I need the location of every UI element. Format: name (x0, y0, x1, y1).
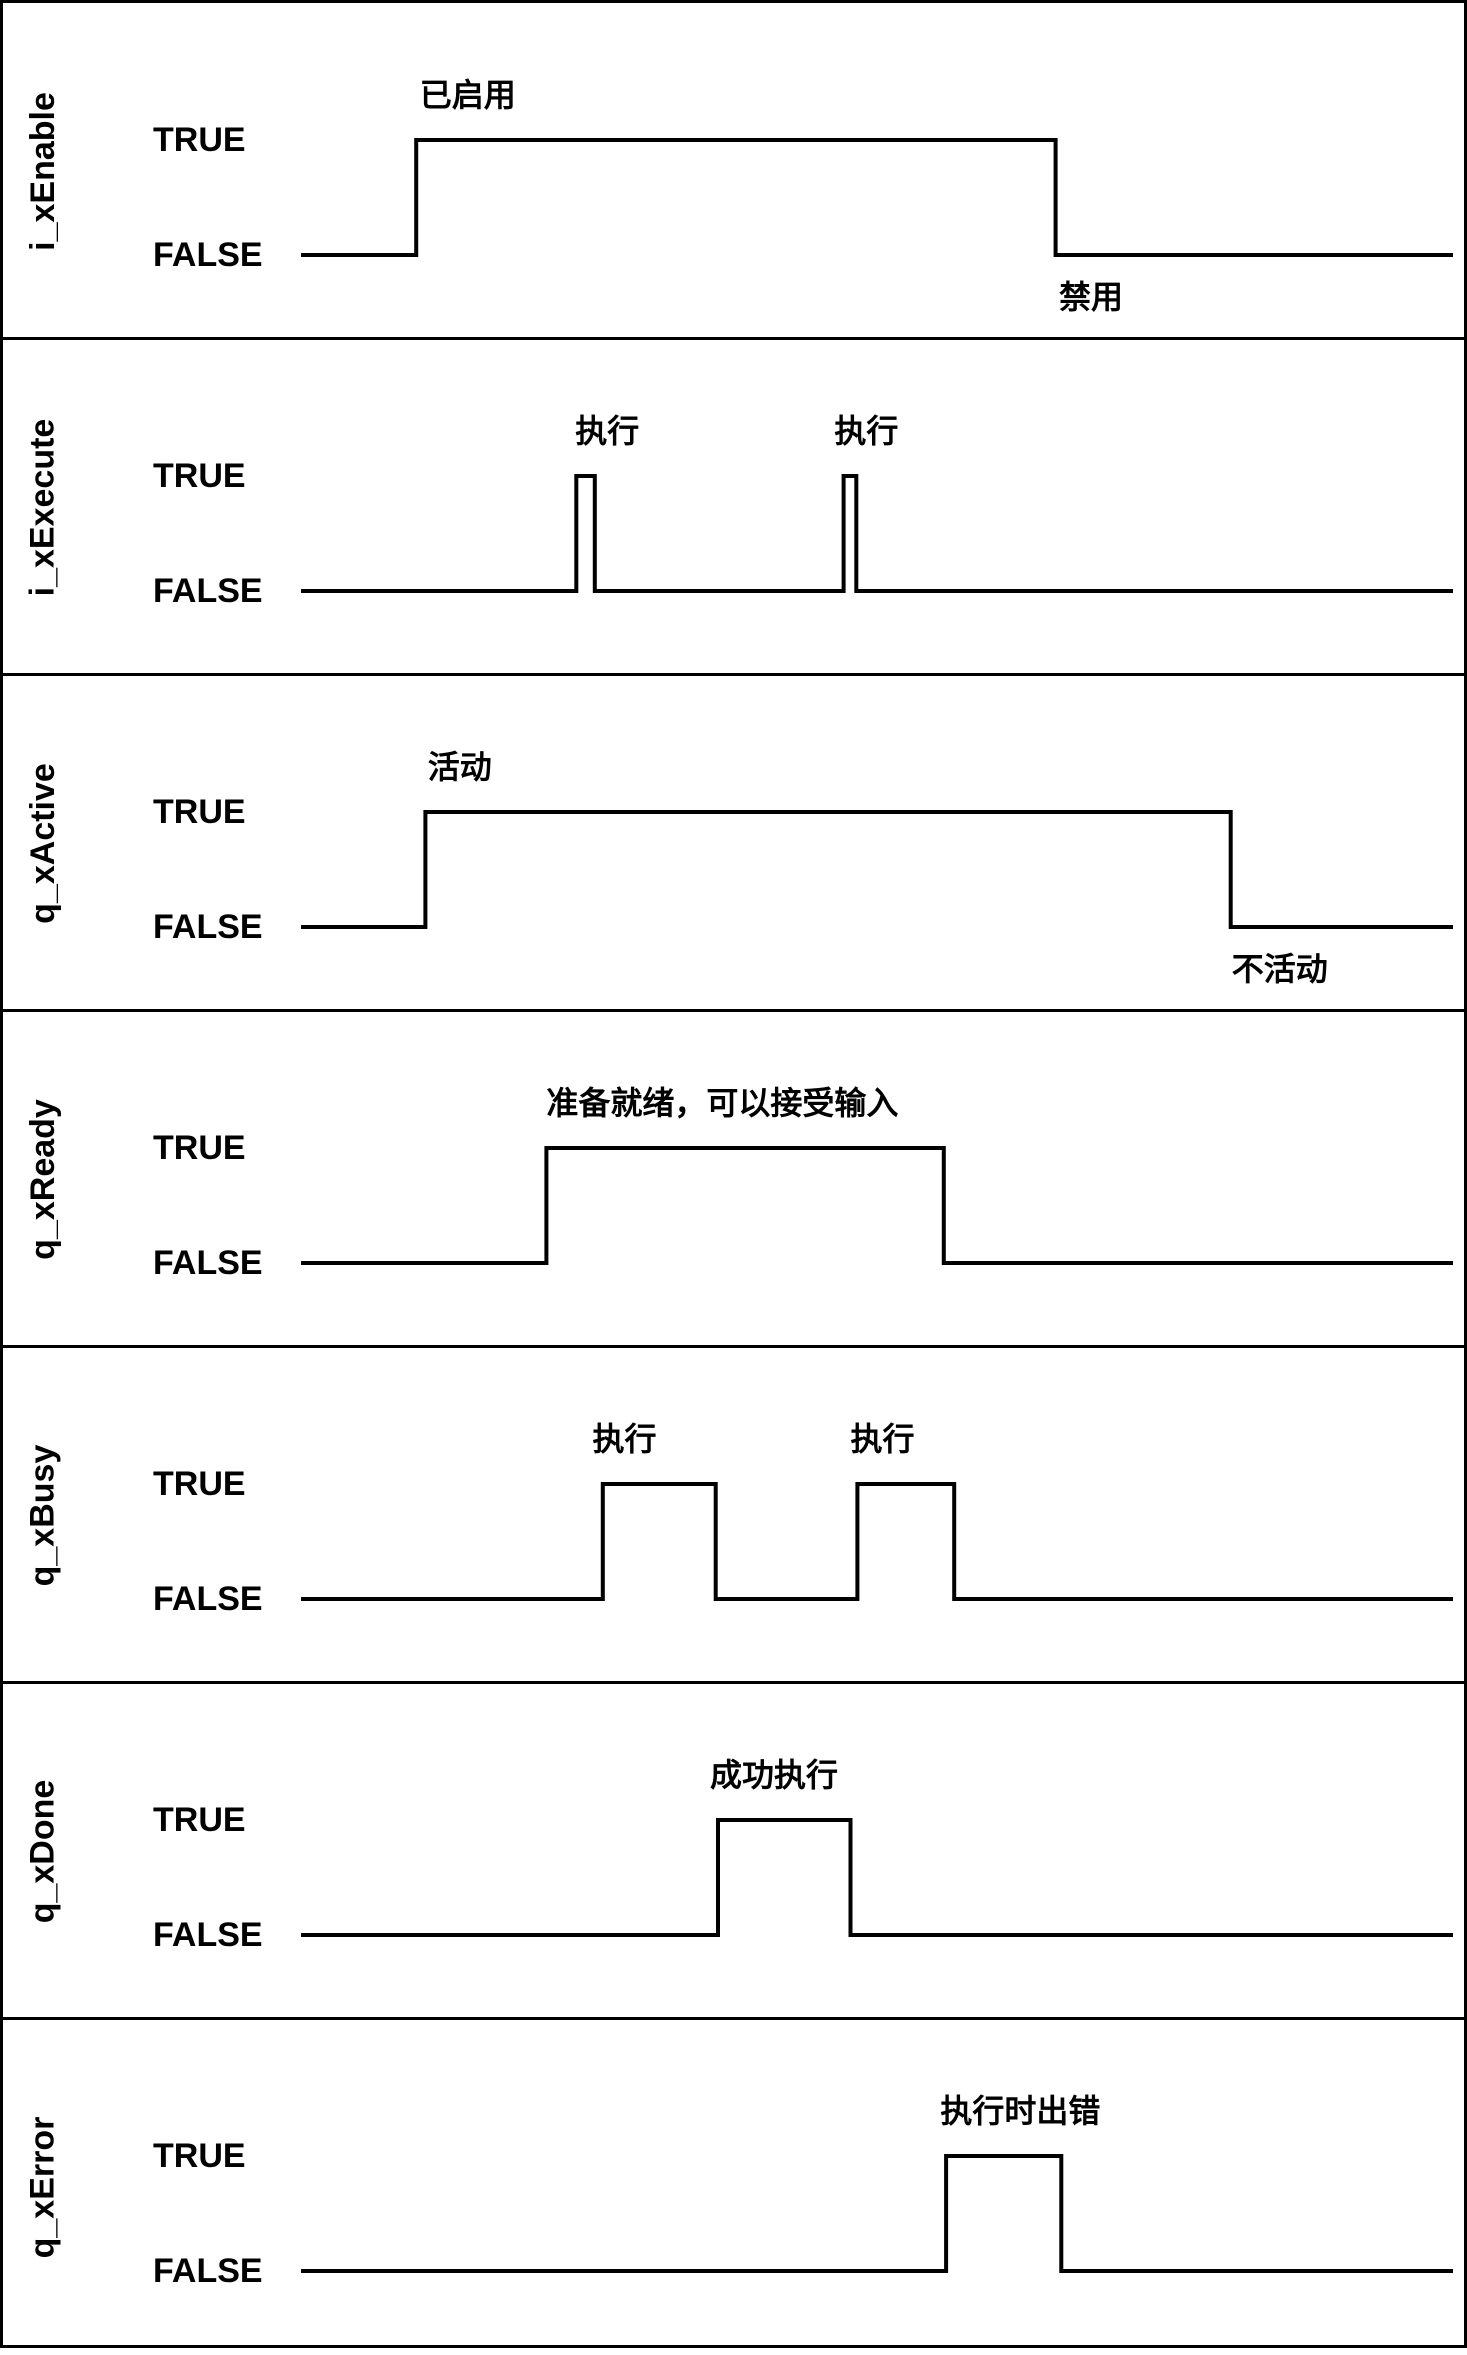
waveform (301, 138, 1453, 257)
annotation-label: 准备就绪，可以接受输入 (546, 1084, 899, 1122)
panel-divider (3, 1345, 1464, 1348)
annotation-label: 已启用 (419, 76, 516, 114)
waveform (301, 810, 1453, 929)
annotation-label: 活动 (427, 748, 492, 786)
waveform-line (301, 138, 1453, 257)
annotation-label: 执行 (575, 412, 640, 450)
waveform (301, 1146, 1453, 1265)
level-label-true: TRUE (153, 1465, 246, 1503)
waveform-line (301, 1482, 1453, 1601)
annotation-label: 禁用 (1059, 278, 1124, 316)
waveform-line (301, 810, 1453, 929)
level-label-false: FALSE (153, 572, 263, 610)
level-label-false: FALSE (153, 1580, 263, 1618)
annotation-label: 执行 (592, 1420, 657, 1458)
annotation-label: 成功执行 (710, 1756, 839, 1794)
waveform (301, 1482, 1453, 1601)
waveform-line (301, 2154, 1453, 2273)
panel-divider (3, 337, 1464, 340)
level-label-false: FALSE (153, 1916, 263, 1954)
waveform-line (301, 474, 1453, 593)
waveform (301, 1818, 1453, 1937)
annotation-label: 执行 (850, 1420, 915, 1458)
annotation-label: 执行 (834, 412, 899, 450)
level-label-true: TRUE (153, 1129, 246, 1167)
level-label-true: TRUE (153, 2137, 246, 2175)
level-label-true: TRUE (153, 121, 246, 159)
panel-divider (3, 1681, 1464, 1684)
level-label-false: FALSE (153, 236, 263, 274)
panel-divider (3, 1009, 1464, 1012)
waveform (301, 474, 1453, 593)
level-label-false: FALSE (153, 908, 263, 946)
level-label-true: TRUE (153, 457, 246, 495)
waveform-line (301, 1818, 1453, 1937)
waveform-line (301, 1146, 1453, 1265)
level-label-false: FALSE (153, 2252, 263, 2290)
level-label-true: TRUE (153, 793, 246, 831)
annotation-label: 执行时出错 (940, 2092, 1101, 2130)
panel-divider (3, 673, 1464, 676)
panel-divider (3, 2017, 1464, 2020)
waveform (301, 2154, 1453, 2273)
level-label-true: TRUE (153, 1801, 246, 1839)
annotation-label: 不活动 (1231, 950, 1328, 988)
level-label-false: FALSE (153, 1244, 263, 1282)
